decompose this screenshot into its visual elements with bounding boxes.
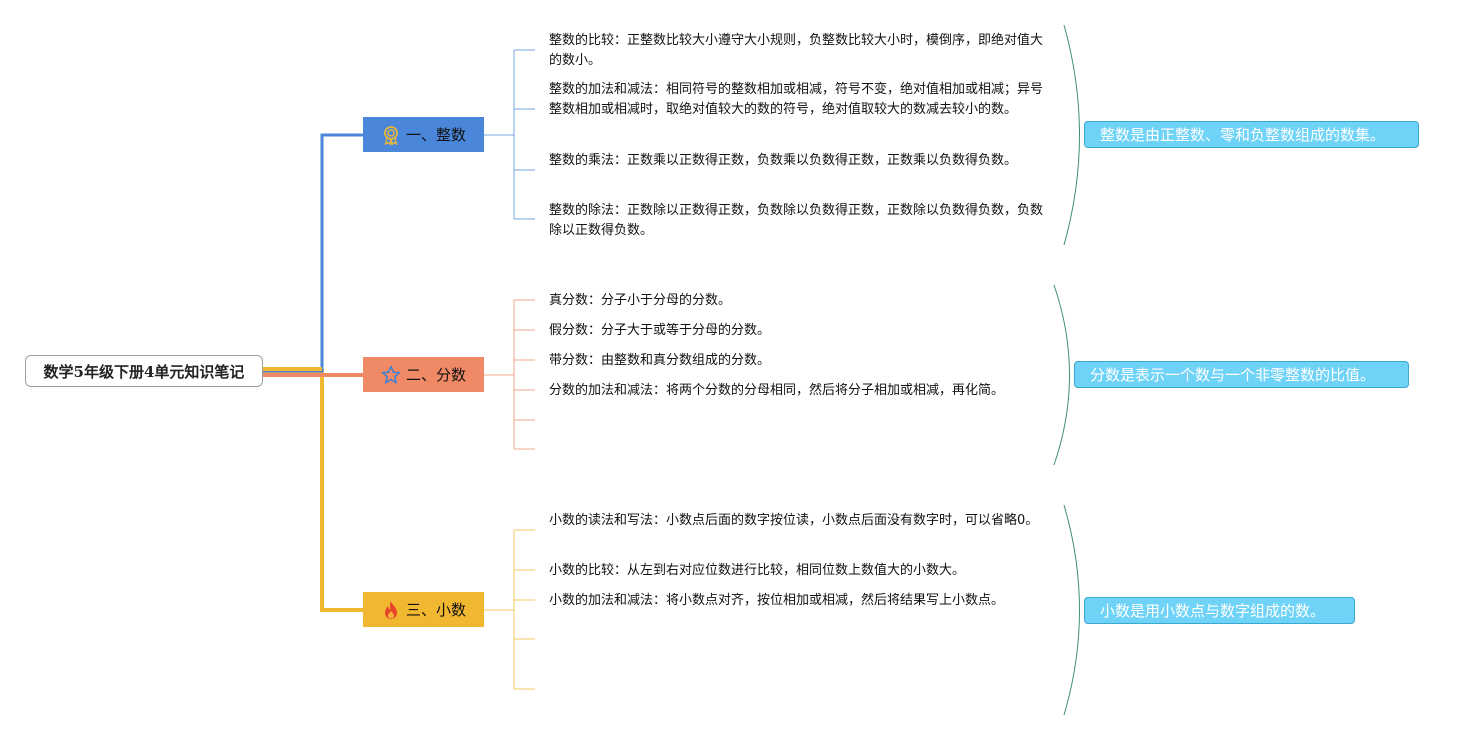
leaf-connectors-fractions bbox=[484, 299, 535, 450]
leaf-integer-addition-subtraction[interactable]: 整数的加法和减法：相同符号的整数相加或相减，符号不变，绝对值相加或相减；异号整数… bbox=[549, 82, 1044, 117]
branch-label: 二、分数 bbox=[405, 366, 466, 384]
leaf-fraction-addition-subtraction[interactable]: 分数的加法和减法：将两个分数的分母相同，然后将分子相加或相减，再化简。 bbox=[549, 383, 1005, 398]
summary-fractions[interactable]: 分数是表示一个数与一个非零整数的比值。 bbox=[1074, 361, 1409, 388]
leaf-connectors-integers bbox=[484, 49, 535, 220]
star-icon bbox=[381, 365, 401, 385]
leaf-integer-comparison[interactable]: 整数的比较：正整数比较大小遵守大小规则，负整数比较大小时，模倒序，即绝对值大的数… bbox=[549, 33, 1044, 68]
branch-label: 一、整数 bbox=[405, 126, 466, 144]
leaf-decimal-addition-subtraction[interactable]: 小数的加法和减法：将小数点对齐，按位相加或相减，然后将结果写上小数点。 bbox=[549, 593, 1005, 608]
root-topic[interactable]: 数学5年级下册4单元知识笔记 bbox=[25, 355, 263, 387]
leaf-decimal-comparison[interactable]: 小数的比较：从左到右对应位数进行比较，相同位数上数值大的小数大。 bbox=[549, 563, 966, 578]
connector-root-integers bbox=[263, 133, 363, 373]
branch-label: 三、小数 bbox=[405, 601, 466, 619]
summary-brace-integers bbox=[1063, 24, 1080, 246]
leaf-integer-multiplication[interactable]: 整数的乘法：正数乘以正数得正数，负数乘以负数得正数，正数乘以负数得负数。 bbox=[549, 153, 1018, 168]
leaf-connectors-decimals bbox=[484, 529, 535, 690]
branch-integers[interactable]: 一、整数 bbox=[363, 117, 484, 152]
summary-brace-fractions bbox=[1053, 284, 1070, 466]
connector-root-decimals bbox=[263, 369, 363, 612]
summary-decimals[interactable]: 小数是用小数点与数字组成的数。 bbox=[1084, 597, 1355, 624]
summary-brace-decimals bbox=[1063, 504, 1080, 716]
leaf-proper-fraction[interactable]: 真分数：分子小于分母的分数。 bbox=[549, 293, 732, 308]
summary-integers[interactable]: 整数是由正整数、零和负整数组成的数集。 bbox=[1084, 121, 1419, 148]
leaf-mixed-number[interactable]: 带分数：由整数和真分数组成的分数。 bbox=[549, 353, 771, 368]
fire-icon bbox=[381, 600, 401, 620]
award-badge-icon bbox=[381, 125, 401, 145]
leaf-improper-fraction[interactable]: 假分数：分子大于或等于分母的分数。 bbox=[549, 323, 771, 338]
leaf-integer-division[interactable]: 整数的除法：正数除以正数得正数，负数除以负数得正数，正数除以负数得负数，负数除以… bbox=[549, 203, 1044, 238]
leaf-decimal-reading-writing[interactable]: 小数的读法和写法：小数点后面的数字按位读，小数点后面没有数字时，可以省略0。 bbox=[549, 513, 1039, 528]
branch-decimals[interactable]: 三、小数 bbox=[363, 592, 484, 627]
branch-fractions[interactable]: 二、分数 bbox=[363, 357, 484, 392]
